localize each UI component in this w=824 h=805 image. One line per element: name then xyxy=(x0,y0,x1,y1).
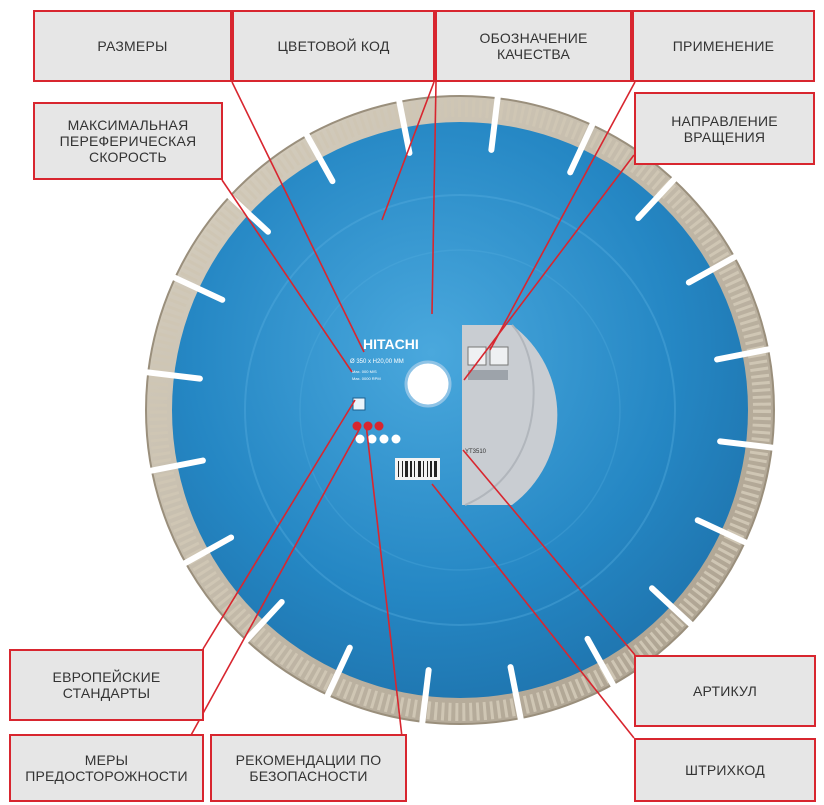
gullet-slot xyxy=(241,599,285,645)
leader-precautions xyxy=(189,427,361,738)
barcode-bars xyxy=(398,461,437,477)
leader-barcode xyxy=(431,483,635,739)
barcode-bar xyxy=(398,461,399,477)
callout-article-label: АРТИКУЛ xyxy=(693,683,757,699)
gullet-slot xyxy=(180,534,235,567)
gullet-slot xyxy=(635,175,679,221)
material-icon xyxy=(468,370,508,380)
eu-standards-icon xyxy=(352,397,366,411)
leader-article xyxy=(462,449,636,656)
leader-quality xyxy=(431,81,437,315)
barcode-bar xyxy=(402,461,403,477)
callout-quality: ОБОЗНАЧЕНИЕ КАЧЕСТВА xyxy=(435,10,632,82)
precaution-icon-4 xyxy=(391,434,401,444)
gullet-slot xyxy=(146,457,206,474)
gullet-slot xyxy=(649,585,695,629)
rotation-icon xyxy=(489,346,509,366)
gullet-slot xyxy=(303,130,336,185)
arbor-hole xyxy=(404,360,452,408)
gullet-slot xyxy=(170,274,226,303)
speed-marking-1: Max. 000 M/S xyxy=(352,369,377,374)
barcode-bar xyxy=(405,461,408,477)
leader-eu-standards xyxy=(202,399,356,650)
barcode-label xyxy=(395,458,440,480)
callout-rotation-label: НАПРАВЛЕНИЕ ВРАЩЕНИЯ xyxy=(671,112,778,145)
callout-razmery-label: РАЗМЕРЫ xyxy=(97,38,168,54)
safety-icon-3 xyxy=(374,421,384,431)
leader-application xyxy=(489,81,636,351)
barcode-bar xyxy=(434,461,437,477)
barcode-bar xyxy=(418,461,421,477)
precaution-icon-2 xyxy=(367,434,377,444)
disc-body xyxy=(172,122,748,698)
gullet-slot xyxy=(507,664,524,724)
gullet-slot xyxy=(685,253,740,286)
leader-safety-recs xyxy=(365,423,403,738)
callout-eu-standards-label: ЕВРОПЕЙСКИЕ СТАНДАРТЫ xyxy=(52,669,161,701)
gullet-slot xyxy=(694,517,750,546)
callout-application-label: ПРИМЕНЕНИЕ xyxy=(672,38,775,54)
callout-max-speed: МАКСИМАЛЬНАЯ ПЕРЕФЕРИЧЕСКАЯ СКОРОСТЬ xyxy=(33,102,223,180)
callout-precautions-label: МЕРЫ ПРЕДОСТОРОЖНОСТИ xyxy=(25,752,188,784)
callout-rotation: НАПРАВЛЕНИЕ ВРАЩЕНИЯ xyxy=(634,92,815,165)
speed-marking-2: Max. 0000 RPM xyxy=(352,376,381,381)
segment-gullets xyxy=(143,93,777,727)
disc-rim-texture xyxy=(149,99,771,721)
leader-razmery xyxy=(231,81,365,353)
barcode-bar xyxy=(430,461,432,477)
callout-precautions: МЕРЫ ПРЕДОСТОРОЖНОСТИ xyxy=(9,734,204,802)
callout-quality-label: ОБОЗНАЧЕНИЕ КАЧЕСТВА xyxy=(479,30,588,62)
article-marking: YT3510 xyxy=(465,449,487,455)
leader-max-speed xyxy=(221,179,353,373)
gullet-slot xyxy=(567,120,596,176)
gullet-slot xyxy=(717,438,777,451)
precaution-icon-1 xyxy=(355,434,365,444)
disc-inner-ring-2 xyxy=(299,249,621,571)
gullet-slot xyxy=(488,93,501,153)
leader-color-code xyxy=(381,81,435,221)
application-icon xyxy=(467,346,487,366)
callout-eu-standards: ЕВРОПЕЙСКИЕ СТАНДАРТЫ xyxy=(9,649,204,721)
gullet-slot xyxy=(225,191,271,235)
barcode-bar xyxy=(410,461,412,477)
barcode-bar xyxy=(427,461,428,477)
leader-lines xyxy=(189,81,636,739)
callout-max-speed-label: МАКСИМАЛЬНАЯ ПЕРЕФЕРИЧЕСКАЯ СКОРОСТЬ xyxy=(59,117,197,165)
callout-barcode: ШТРИХКОД xyxy=(634,738,816,802)
callout-razmery: РАЗМЕРЫ xyxy=(33,10,232,82)
callout-application: ПРИМЕНЕНИЕ xyxy=(632,10,815,82)
barcode-bar xyxy=(423,461,424,477)
callout-article: АРТИКУЛ xyxy=(634,655,816,727)
precaution-icon-3 xyxy=(379,434,389,444)
leader-rotation xyxy=(463,154,635,381)
brand-logo: HITACHI xyxy=(363,336,419,352)
dimensions-marking: Ø 350 x H20,00 MM xyxy=(350,359,404,365)
gullet-slot xyxy=(143,369,203,382)
callout-barcode-label: ШТРИХКОД xyxy=(685,762,765,778)
callout-safety-recs: РЕКОМЕНДАЦИИ ПО БЕЗОПАСНОСТИ xyxy=(210,734,407,802)
label-panel-curve xyxy=(464,324,535,506)
safety-icon-2 xyxy=(363,421,373,431)
barcode-bar xyxy=(414,461,415,477)
disc-inner-ring xyxy=(244,194,676,626)
callout-color-code: ЦВЕТОВОЙ КОД xyxy=(232,10,435,82)
gullet-slot xyxy=(396,96,413,156)
gullet-slot xyxy=(324,644,353,700)
callout-safety-recs-label: РЕКОМЕНДАЦИИ ПО БЕЗОПАСНОСТИ xyxy=(235,752,382,784)
callout-color-code-label: ЦВЕТОВОЙ КОД xyxy=(277,38,390,54)
gullet-slot xyxy=(584,635,617,690)
gullet-slot xyxy=(419,667,432,727)
gullet-slot xyxy=(714,346,774,363)
